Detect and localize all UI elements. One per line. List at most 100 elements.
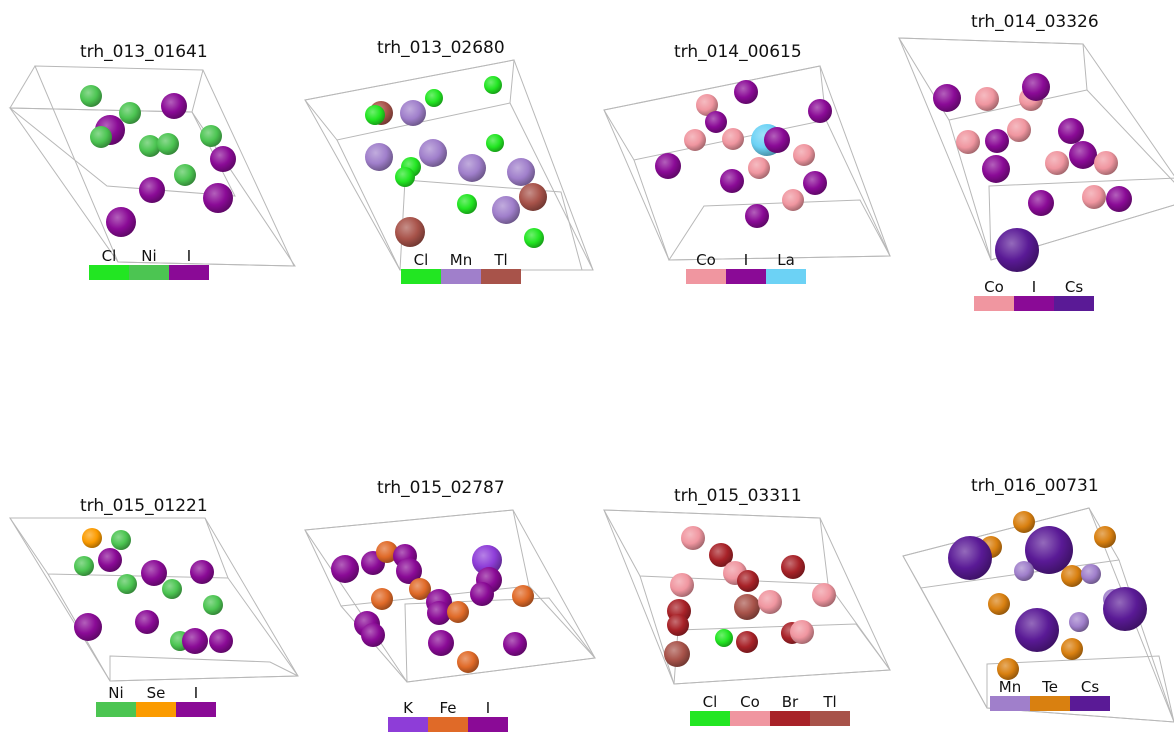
legend-label: Cl: [413, 251, 429, 269]
atom-cs: [1015, 608, 1059, 652]
atom-br: [737, 570, 759, 592]
legend-swatch: [1030, 696, 1070, 711]
atom-te: [1094, 526, 1116, 548]
legend-swatch: [1054, 296, 1094, 311]
atom-cl: [484, 76, 502, 94]
atom-i: [803, 171, 827, 195]
legend-label: I: [743, 251, 749, 269]
atom-i: [734, 80, 758, 104]
atom-i: [428, 630, 454, 656]
legend-swatch: [974, 296, 1014, 311]
crystal-structure: [304, 509, 596, 683]
crystal-structure: [8, 65, 296, 267]
legend-label: Cl: [101, 247, 117, 265]
legend-swatch: [770, 711, 810, 726]
legend-label: Te: [1042, 678, 1058, 696]
atom-i: [1028, 190, 1054, 216]
atom-ni: [203, 595, 223, 615]
atom-co: [1082, 185, 1106, 209]
legend-swatch: [1070, 696, 1110, 711]
legend-label: K: [403, 699, 413, 717]
crystal-structure: [9, 517, 299, 682]
atom-i: [470, 582, 494, 606]
legend-label: Ni: [108, 684, 124, 702]
legend-label: Tl: [494, 251, 508, 269]
legend-swatch: [129, 265, 169, 280]
legend-label: Tl: [823, 693, 837, 711]
legend-label: I: [186, 247, 192, 265]
atom-i: [933, 84, 961, 112]
atom-i: [808, 99, 832, 123]
atom-i: [361, 623, 385, 647]
atom-ni: [162, 579, 182, 599]
atom-ni: [74, 556, 94, 576]
atom-i: [1022, 73, 1050, 101]
legend-label: Co: [984, 278, 1004, 296]
atom-co: [1094, 151, 1118, 175]
atom-co: [670, 573, 694, 597]
legend-label: I: [1031, 278, 1037, 296]
atom-i: [745, 204, 769, 228]
atom-i: [1106, 186, 1132, 212]
crystal-structure: [902, 507, 1174, 723]
atom-ni: [80, 85, 102, 107]
legend-label: Se: [146, 684, 166, 702]
legend-label: Cs: [1064, 278, 1084, 296]
legend-swatch: [468, 717, 508, 732]
atom-br: [781, 555, 805, 579]
atom-i: [182, 628, 208, 654]
atom-co: [1045, 151, 1069, 175]
legend-swatch: [401, 269, 441, 284]
atom-mn: [365, 143, 393, 171]
atom-tl: [734, 594, 760, 620]
panel-title: trh_016_00731: [971, 476, 1099, 496]
atom-i: [982, 155, 1010, 183]
atom-fe: [447, 601, 469, 623]
atom-i: [190, 560, 214, 584]
atom-cl: [524, 228, 544, 248]
atom-te: [1061, 638, 1083, 660]
atom-co: [975, 87, 999, 111]
element-legend: Co I La: [686, 251, 806, 284]
atom-co: [681, 526, 705, 550]
legend-label: Co: [696, 251, 716, 269]
legend-swatch: [96, 702, 136, 717]
atom-co: [722, 128, 744, 150]
legend-label: Cs: [1080, 678, 1100, 696]
atom-co: [812, 583, 836, 607]
atom-cl: [715, 629, 733, 647]
atom-mn: [507, 158, 535, 186]
atom-cs: [948, 536, 992, 580]
legend-label: Br: [781, 693, 799, 711]
atom-i: [331, 555, 359, 583]
panel-title: trh_015_02787: [377, 478, 505, 498]
atom-ni: [200, 125, 222, 147]
crystal-structure: [304, 59, 594, 271]
legend-swatch: [726, 269, 766, 284]
atom-mn: [492, 196, 520, 224]
atom-co: [782, 189, 804, 211]
legend-label: La: [777, 251, 795, 269]
legend-swatch: [730, 711, 770, 726]
atom-mn: [458, 154, 486, 182]
legend-swatch: [690, 711, 730, 726]
atom-co: [758, 590, 782, 614]
crystal-structure: [603, 509, 891, 685]
legend-swatch: [481, 269, 521, 284]
atom-i: [764, 127, 790, 153]
atom-mn: [1081, 564, 1101, 584]
atom-co: [1007, 118, 1031, 142]
atom-i: [396, 558, 422, 584]
atom-cs: [1025, 526, 1073, 574]
panel-title: trh_013_01641: [80, 42, 208, 62]
atom-te: [1061, 565, 1083, 587]
legend-swatch: [89, 265, 129, 280]
